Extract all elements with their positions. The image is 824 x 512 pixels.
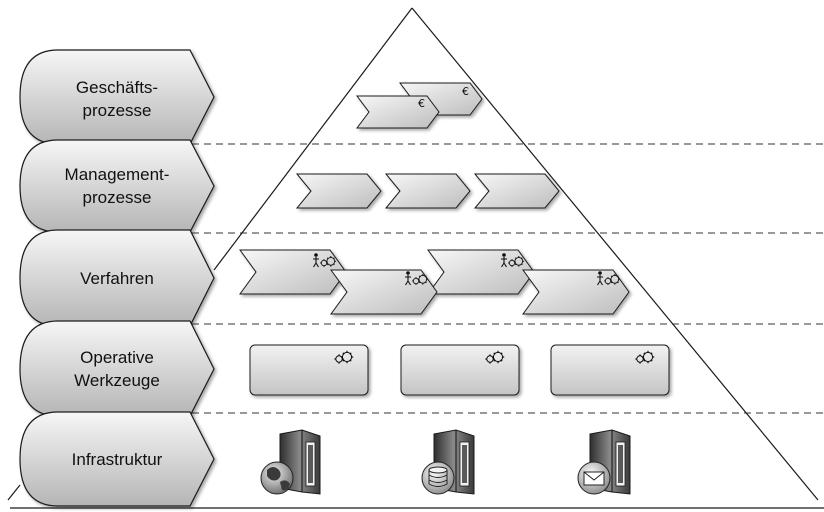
business-process-group: € € <box>356 82 483 129</box>
procedure-chevron[interactable] <box>330 269 438 315</box>
label-geschaeftsprozesse-line-2: prozesse <box>83 101 152 120</box>
layer-tabs <box>19 49 215 507</box>
tool-box[interactable] <box>550 344 670 396</box>
procedure-chevron[interactable] <box>522 269 630 315</box>
pyramid-outline <box>7 7 824 509</box>
management-process-chevron[interactable] <box>295 173 382 209</box>
web-server-icon[interactable] <box>260 429 321 495</box>
procedure-chevron[interactable] <box>427 249 535 295</box>
layer-separators <box>192 143 824 414</box>
procedure-group <box>239 249 630 315</box>
layer-tab-geschaeftsprozesse[interactable] <box>19 49 215 145</box>
procedure-chevron[interactable] <box>239 249 347 295</box>
label-infrastruktur: Infrastruktur <box>72 450 163 469</box>
layer-tab-infrastruktur[interactable] <box>19 411 215 507</box>
label-managementprozesse-line-2: prozesse <box>83 188 152 207</box>
management-process-chevron[interactable] <box>473 173 560 209</box>
label-verfahren: Verfahren <box>80 269 154 288</box>
layer-tab-managementprozesse[interactable] <box>19 139 215 233</box>
database-server-icon[interactable] <box>421 429 475 495</box>
label-geschaeftsprozesse-line-1: Geschäfts- <box>76 78 158 97</box>
euro-icon: € <box>462 85 469 98</box>
business-process-chevron[interactable] <box>356 95 440 129</box>
infrastructure-group <box>260 429 631 495</box>
label-operative-werkzeuge-line-2: Werkzeuge <box>74 371 160 390</box>
tool-group <box>249 344 670 396</box>
euro-icon: € <box>418 97 425 110</box>
management-process-chevron[interactable] <box>384 173 471 209</box>
tool-box[interactable] <box>400 344 520 396</box>
tool-box[interactable] <box>249 344 369 396</box>
layer-tab-operative-werkzeuge[interactable] <box>19 320 215 417</box>
mail-server-icon[interactable] <box>577 429 631 495</box>
label-managementprozesse-line-1: Management- <box>65 165 170 184</box>
management-process-group <box>295 173 560 209</box>
label-operative-werkzeuge-line-1: Operative <box>80 348 154 367</box>
layer-labels: Geschäfts- prozesse Management- prozesse… <box>65 78 170 469</box>
